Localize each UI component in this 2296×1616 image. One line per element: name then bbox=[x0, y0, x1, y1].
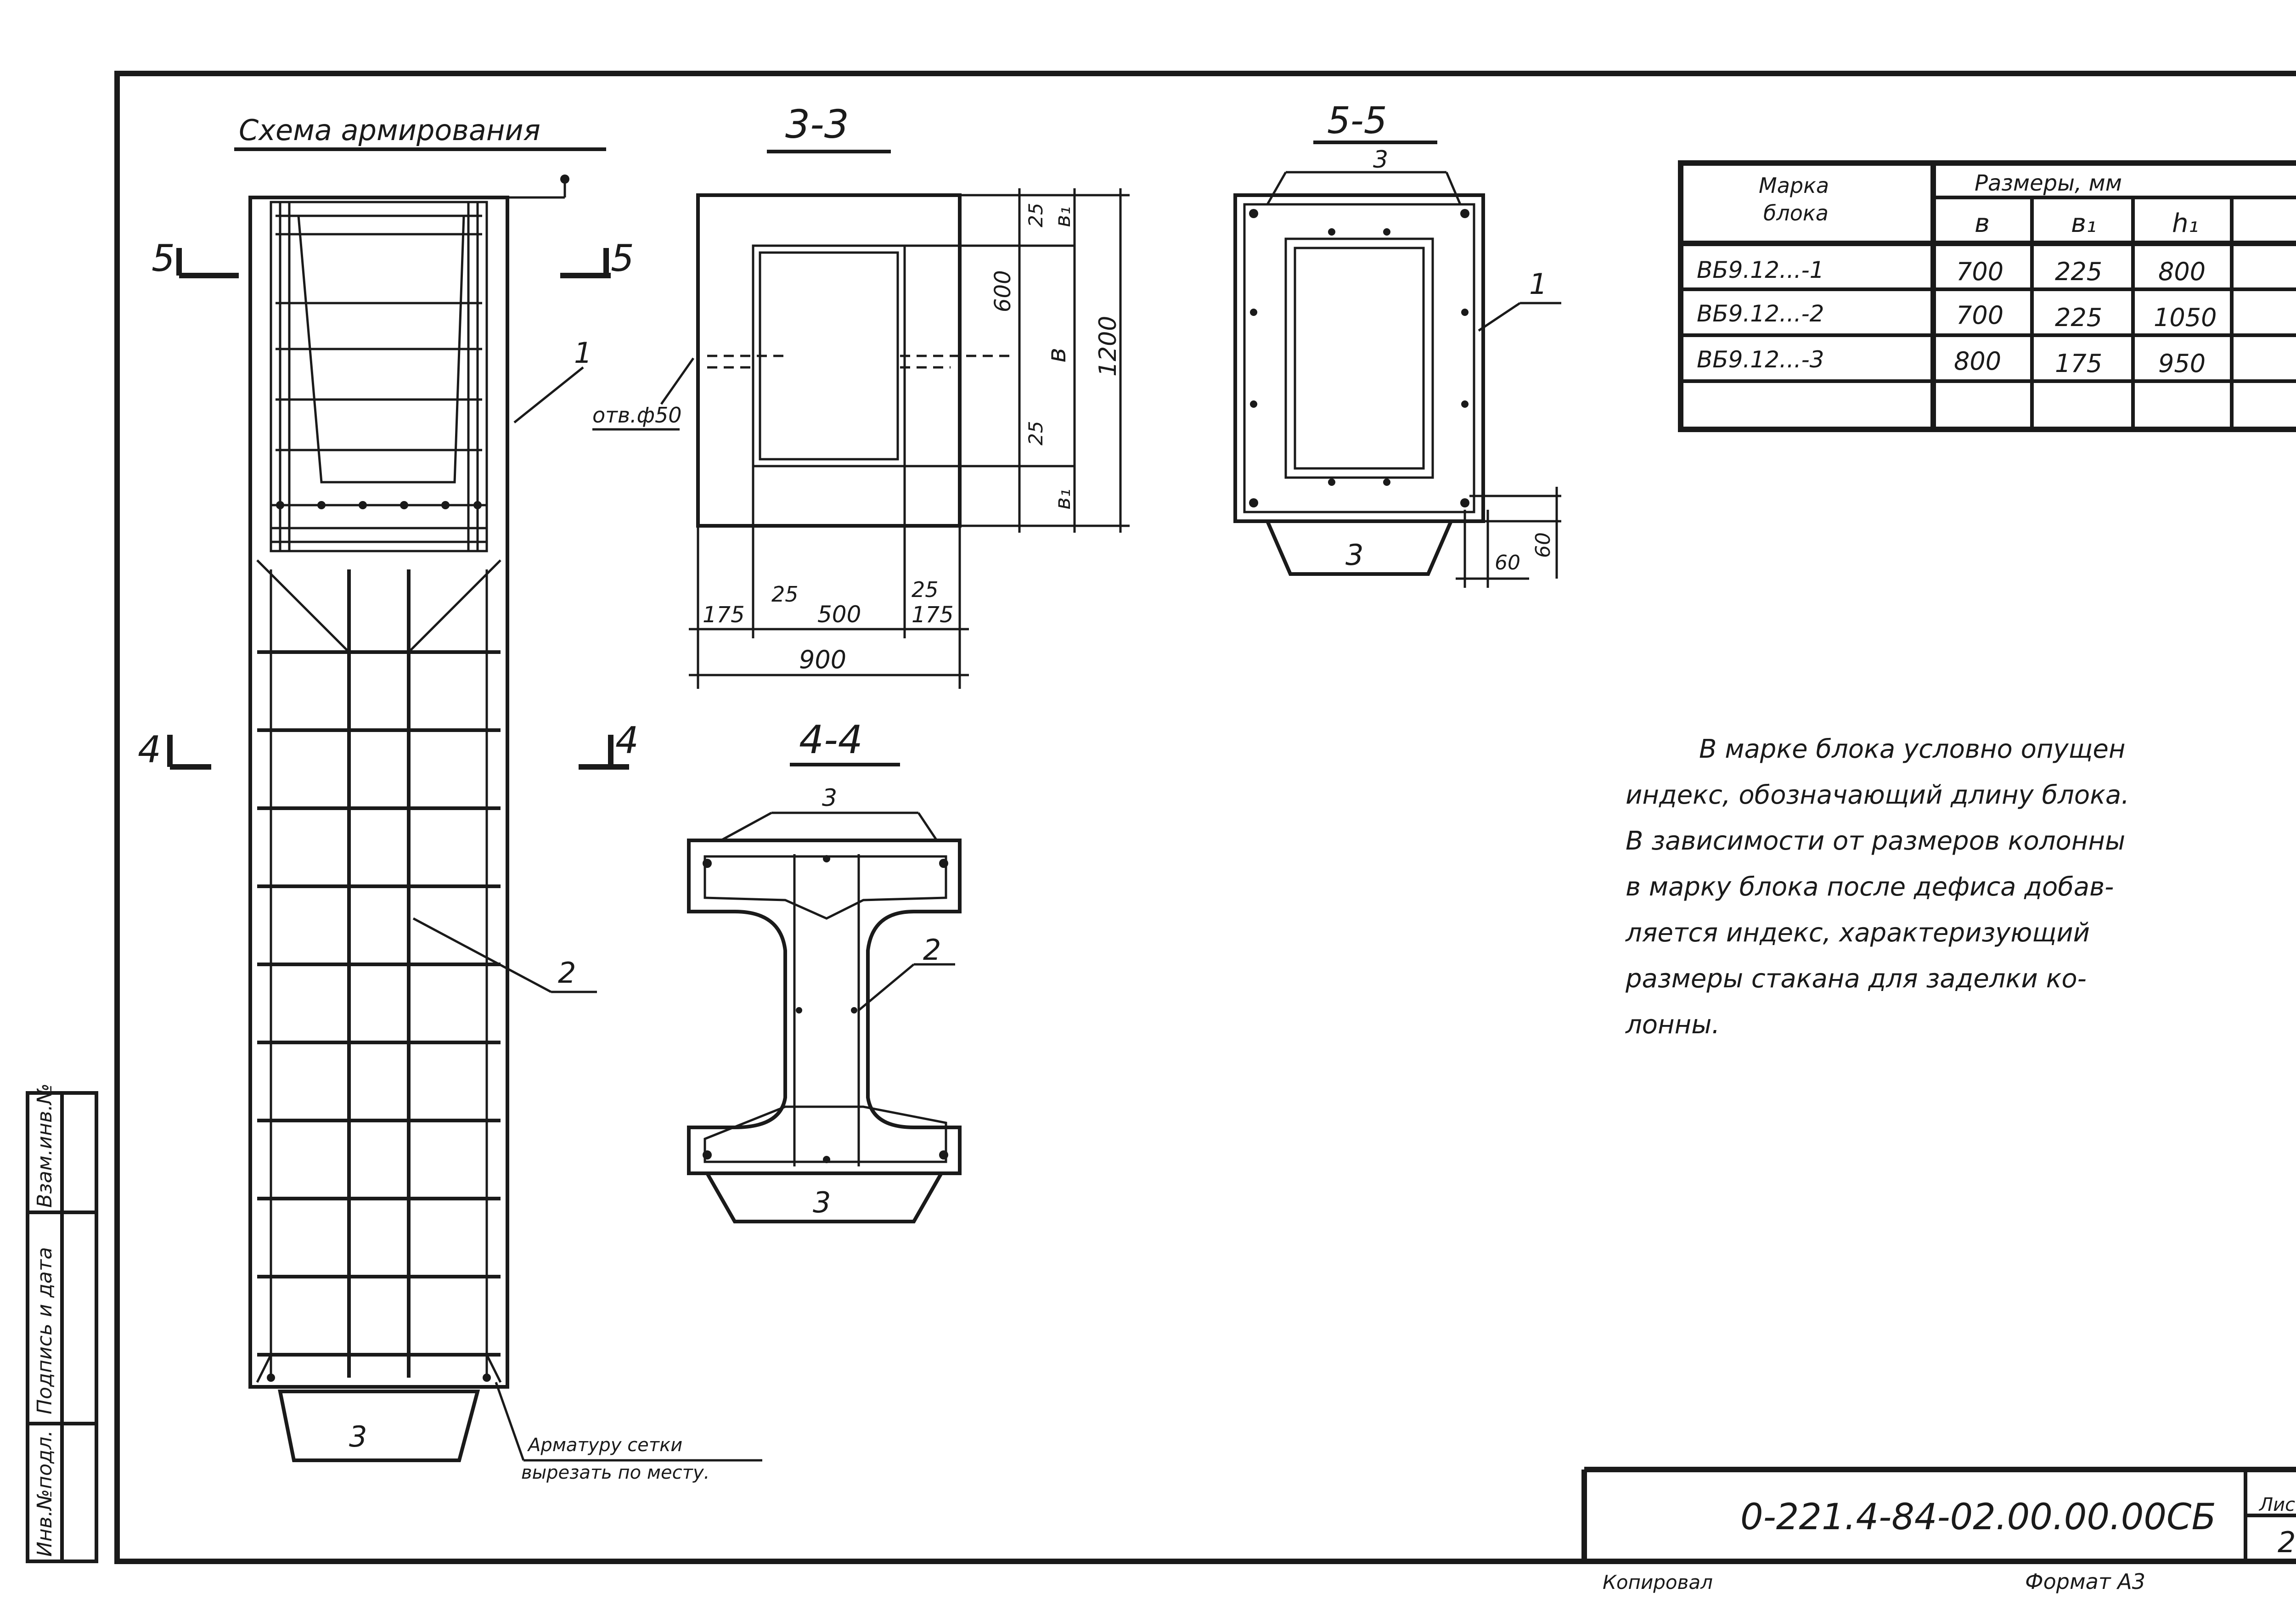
reinforcement-scheme: Схема армирования bbox=[138, 113, 762, 1483]
table-sub-b: в bbox=[1975, 208, 1990, 238]
section-44-item-3-bottom: 3 bbox=[813, 1186, 831, 1219]
section-33-title: 3-3 bbox=[785, 102, 849, 147]
section-3-3: 3-3 отв.ф50 25 в₁ 600 в 1200 25 в₁ bbox=[592, 102, 1130, 689]
table-row-2-b1: 225 bbox=[2055, 303, 2102, 332]
section-44-item-2: 2 bbox=[923, 933, 941, 967]
note-line-5: ляется индекс, характеризующий bbox=[1625, 918, 2090, 948]
section-4-4: 4-4 3 3 2 bbox=[687, 717, 962, 1223]
scheme-section-5-right: 5 bbox=[611, 237, 634, 280]
section-33-dim-175-right: 175 bbox=[912, 602, 954, 628]
table-row-1-b: 700 bbox=[1956, 257, 2003, 286]
note-line-3: В зависимости от размеров колонны bbox=[1626, 826, 2125, 856]
note-line-1: В марке блока условно опущен bbox=[1699, 734, 2125, 764]
section-33-dim-25-left: 25 bbox=[771, 582, 799, 607]
table-sub-b1: в₁ bbox=[2071, 208, 2096, 238]
web-mesh-bars bbox=[257, 650, 501, 1357]
scheme-note-line2: вырезать по месту. bbox=[521, 1462, 709, 1483]
section-55-dim-60-v: 60 bbox=[1531, 532, 1555, 558]
section-33-dim-600: 600 bbox=[990, 270, 1016, 312]
title-block-sheet: 2 bbox=[2278, 1526, 2296, 1559]
section-44-title: 4-4 bbox=[799, 717, 863, 763]
size-table: Марка блока Размеры, мм в в₁ h₁ ВБ9.12..… bbox=[1678, 160, 2296, 432]
scheme-section-5-left: 5 bbox=[152, 237, 175, 280]
note-line-6: размеры стакана для заделки ко- bbox=[1625, 964, 2087, 994]
section-55-item-1: 1 bbox=[1529, 267, 1547, 301]
table-row-3-mark: ВБ9.12...-3 bbox=[1697, 346, 1824, 373]
footer-copied: Копировал bbox=[1603, 1571, 1713, 1593]
scheme-title: Схема армирования bbox=[239, 113, 540, 147]
scheme-section-4-left: 4 bbox=[138, 728, 161, 771]
table-row-1-b1: 225 bbox=[2055, 257, 2102, 286]
section-33-dim-175-left: 175 bbox=[703, 602, 745, 628]
section-33-dim-25-top: 25 bbox=[1024, 203, 1047, 227]
section-33-dim-b: в bbox=[1042, 348, 1072, 363]
stamp-inv-podl: Инв.№подл. bbox=[33, 1430, 56, 1557]
stamp-vzam: Взам.инв.№ bbox=[33, 1083, 56, 1208]
title-block-code: 0-221.4-84-02.00.00.00СБ bbox=[1740, 1497, 2216, 1538]
table-row-2-b: 700 bbox=[1956, 301, 2003, 330]
section-33-dim-25-bot: 25 bbox=[1024, 421, 1047, 445]
scheme-item-2: 2 bbox=[558, 956, 576, 990]
side-stamp bbox=[26, 1091, 98, 1563]
scheme-item-1: 1 bbox=[574, 336, 592, 370]
section-33-dim-b1-top: в₁ bbox=[1050, 206, 1075, 227]
table-row-3-b1: 175 bbox=[2055, 349, 2102, 378]
section-33-dim-25-right: 25 bbox=[912, 577, 939, 602]
table-row-2-h1: 1050 bbox=[2154, 303, 2217, 332]
sheet-frame bbox=[114, 71, 2296, 1564]
table-row-1-mark: ВБ9.12...-1 bbox=[1697, 257, 1824, 283]
notes-block: В марке блока условно опущен индекс, обо… bbox=[1625, 734, 2129, 1040]
scheme-item-3: 3 bbox=[349, 1420, 367, 1453]
table-col-mark-line2: блока bbox=[1763, 201, 1829, 225]
note-line-2: индекс, обозначающий длину блока. bbox=[1626, 780, 2129, 810]
section-5-5: 5-5 3 3 1 60 60 bbox=[1233, 99, 1561, 588]
section-44-item-3-top: 3 bbox=[822, 784, 837, 812]
section-33-dim-500: 500 bbox=[817, 601, 861, 628]
table-row-2-mark: ВБ9.12...-2 bbox=[1697, 300, 1824, 327]
title-block: 0-221.4-84-02.00.00.00СБ Лист 2 bbox=[1581, 1467, 2296, 1561]
top-mesh-bars bbox=[271, 202, 487, 551]
table-sub-h1: h₁ bbox=[2172, 208, 2199, 238]
scheme-section-4-right: 4 bbox=[615, 719, 639, 762]
table-col-sizes: Размеры, мм bbox=[1975, 170, 2122, 196]
scheme-note-line1: Арматуру сетки bbox=[527, 1435, 682, 1456]
section-55-title: 5-5 bbox=[1327, 99, 1387, 142]
table-row-1-h1: 800 bbox=[2158, 257, 2206, 286]
note-line-4: в марку блока после дефиса добав- bbox=[1626, 872, 2114, 902]
section-33-dim-1200: 1200 bbox=[1094, 316, 1122, 377]
section-55-item-3-bottom: 3 bbox=[1345, 538, 1363, 572]
table-col-mark-line1: Марка bbox=[1759, 173, 1829, 198]
table-row-3-b: 800 bbox=[1954, 347, 2001, 376]
table-row-3-h1: 950 bbox=[2158, 349, 2206, 378]
section-33-dim-900: 900 bbox=[799, 645, 846, 674]
section-55-item-3-top: 3 bbox=[1373, 146, 1388, 174]
section-55-dim-60-h: 60 bbox=[1495, 551, 1520, 574]
title-block-sheet-label: Лист bbox=[2258, 1494, 2296, 1515]
footer-format: Формат А3 bbox=[2025, 1569, 2145, 1594]
stamp-podpis: Подпись и дата bbox=[33, 1247, 56, 1414]
section-33-dim-b1-bot: в₁ bbox=[1050, 489, 1075, 510]
section-33-hole-label: отв.ф50 bbox=[592, 403, 682, 428]
note-line-7: лонны. bbox=[1625, 1010, 1720, 1040]
